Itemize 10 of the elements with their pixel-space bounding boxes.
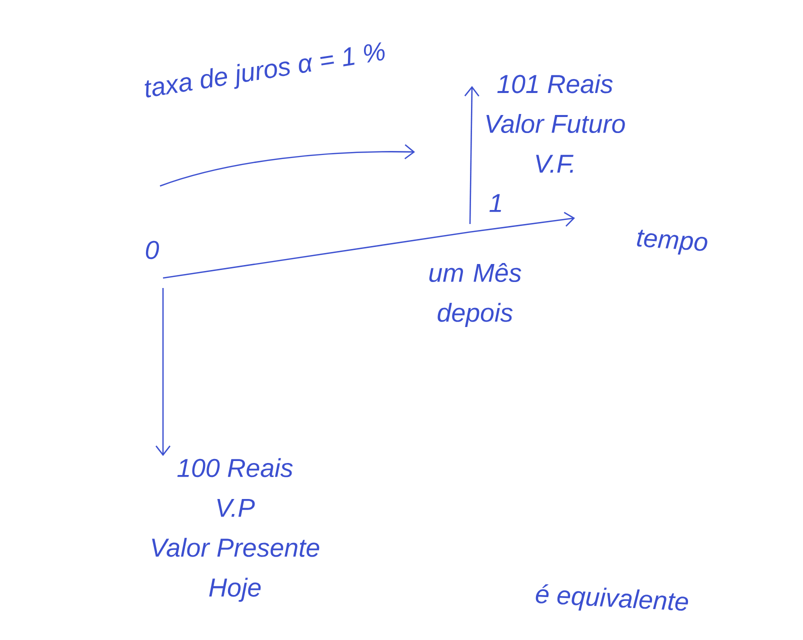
handwritten-label: tempo: [637, 230, 708, 255]
handwritten-label: 0: [146, 240, 159, 260]
handwritten-label: um Mês depois: [429, 262, 522, 328]
handwritten-label: taxa de juros α = 1 %: [144, 42, 385, 98]
cash-flow-arrow: [464, 86, 480, 224]
handwritten-label: é equivalente: [536, 584, 688, 611]
handwritten-label: 1: [489, 194, 502, 212]
value-text: 100 Reais V.P Valor Presente Hoje: [152, 458, 320, 602]
value-text: 101 Reais Valor Futuro V.F.: [486, 74, 625, 173]
cash-flow-arrow: [156, 288, 170, 456]
